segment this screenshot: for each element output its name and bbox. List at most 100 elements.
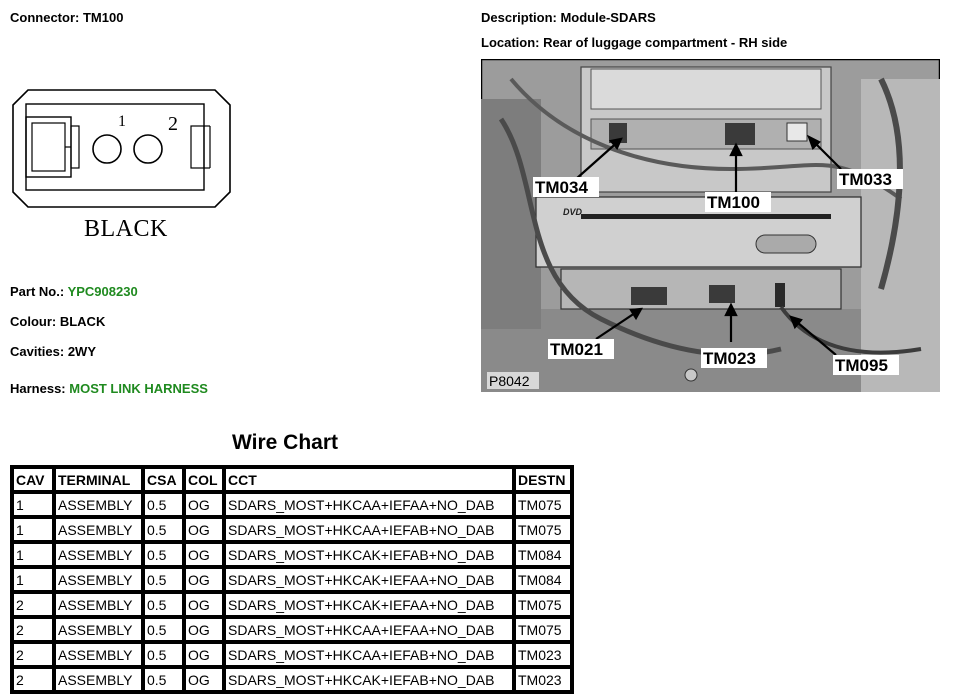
cell-csa: 0.5 [143, 542, 184, 567]
connector-value: TM100 [82, 10, 124, 25]
label-tm021: TM021 [550, 340, 603, 359]
connector-colour-caption: BLACK [84, 216, 168, 242]
cell-csa: 0.5 [143, 667, 184, 692]
cell-col: OG [184, 542, 224, 567]
cavities-label: Cavities: [10, 344, 65, 359]
cell-terminal: ASSEMBLY [54, 542, 143, 567]
location-line: Location: Rear of luggage compartment - … [481, 35, 787, 50]
cell-csa: 0.5 [143, 642, 184, 667]
cell-col: OG [184, 592, 224, 617]
colour-label: Colour: [10, 314, 57, 329]
key-right [190, 125, 205, 169]
column-header-cav: CAV [12, 467, 54, 492]
label-tm033: TM033 [839, 170, 892, 189]
right-panel [861, 79, 940, 392]
cavities-line: Cavities: 2WY [10, 344, 96, 359]
cell-terminal: ASSEMBLY [54, 592, 143, 617]
cell-destn: TM023 [514, 642, 572, 667]
harness-line: Harness: MOST LINK HARNESS [10, 381, 208, 396]
pin-number-2: 2 [168, 113, 178, 135]
latch-inner [31, 122, 66, 172]
table-row: 2 ASSEMBLY 0.5 OG SDARS_MOST+HKCAA+IEFAA… [12, 617, 572, 642]
cell-destn: TM023 [514, 667, 572, 692]
column-header-col: COL [184, 467, 224, 492]
cell-destn: TM084 [514, 542, 572, 567]
table-row: 2 ASSEMBLY 0.5 OG SDARS_MOST+HKCAK+IEFAA… [12, 592, 572, 617]
cell-terminal: ASSEMBLY [54, 667, 143, 692]
table-row: 1 ASSEMBLY 0.5 OG SDARS_MOST+HKCAK+IEFAA… [12, 567, 572, 592]
cell-cct: SDARS_MOST+HKCAA+IEFAB+NO_DAB [224, 642, 514, 667]
cell-cct: SDARS_MOST+HKCAA+IEFAB+NO_DAB [224, 517, 514, 542]
cell-cav: 1 [12, 567, 54, 592]
colour-value: BLACK [59, 314, 106, 329]
lower-module [560, 268, 842, 310]
label-tm034: TM034 [535, 178, 588, 197]
wire-chart-table: CAV TERMINAL CSA COL CCT DESTN 1 ASSEMBL… [10, 465, 574, 694]
tm021-socket [631, 287, 667, 305]
pointer-arrows [575, 134, 842, 356]
column-header-terminal: TERMINAL [54, 467, 143, 492]
cell-col: OG [184, 567, 224, 592]
description-value: Module-SDARS [560, 10, 656, 25]
cell-cav: 1 [12, 492, 54, 517]
cell-destn: TM075 [514, 592, 572, 617]
cell-cav: 1 [12, 517, 54, 542]
tm100-socket [725, 123, 755, 145]
dvd-logo: DVD [563, 207, 583, 217]
pin-number-1: 1 [118, 113, 126, 130]
cell-cct: SDARS_MOST+HKCAK+IEFAA+NO_DAB [224, 592, 514, 617]
table-row: 1 ASSEMBLY 0.5 OG SDARS_MOST+HKCAK+IEFAB… [12, 542, 572, 567]
wire-chart-title: Wire Chart [232, 431, 338, 454]
harness-value: MOST LINK HARNESS [69, 381, 208, 396]
description-line: Description: Module-SDARS [481, 10, 656, 25]
description-label: Description: [481, 10, 557, 25]
label-tm100: TM100 [707, 193, 760, 212]
cell-col: OG [184, 517, 224, 542]
table-row: 2 ASSEMBLY 0.5 OG SDARS_MOST+HKCAA+IEFAB… [12, 642, 572, 667]
dvd-unit [535, 196, 862, 268]
cell-col: OG [184, 667, 224, 692]
cell-cav: 2 [12, 617, 54, 642]
cell-cav: 2 [12, 667, 54, 692]
cavities-value: 2WY [67, 344, 96, 359]
dvd-eject-button [755, 234, 817, 254]
connector-strip [590, 118, 822, 150]
cell-cct: SDARS_MOST+HKCAK+IEFAA+NO_DAB [224, 567, 514, 592]
cell-cct: SDARS_MOST+HKCAA+IEFAA+NO_DAB [224, 492, 514, 517]
location-label: Location: [481, 35, 540, 50]
upper-module-top [590, 68, 822, 110]
cell-col: OG [184, 642, 224, 667]
cell-cav: 1 [12, 542, 54, 567]
cell-terminal: ASSEMBLY [54, 617, 143, 642]
connector-label: Connector: [10, 10, 80, 25]
cell-destn: TM075 [514, 517, 572, 542]
harness-label: Harness: [10, 381, 66, 396]
cell-terminal: ASSEMBLY [54, 492, 143, 517]
column-header-csa: CSA [143, 467, 184, 492]
cell-destn: TM084 [514, 567, 572, 592]
table-row: 2 ASSEMBLY 0.5 OG SDARS_MOST+HKCAK+IEFAB… [12, 667, 572, 692]
cell-cav: 2 [12, 592, 54, 617]
key-left [70, 125, 80, 169]
part-no-value: YPC908230 [67, 284, 138, 299]
connector-outline [12, 89, 231, 208]
cell-cav: 2 [12, 642, 54, 667]
cell-csa: 0.5 [143, 617, 184, 642]
label-tm023: TM023 [703, 349, 756, 368]
cell-terminal: ASSEMBLY [54, 517, 143, 542]
cell-terminal: ASSEMBLY [54, 567, 143, 592]
label-tm095: TM095 [835, 356, 888, 375]
cell-col: OG [184, 617, 224, 642]
cell-csa: 0.5 [143, 492, 184, 517]
cell-terminal: ASSEMBLY [54, 642, 143, 667]
column-header-cct: CCT [224, 467, 514, 492]
part-no-line: Part No.: YPC908230 [10, 284, 138, 299]
cell-col: OG [184, 492, 224, 517]
cell-csa: 0.5 [143, 567, 184, 592]
connector-face-diagram: 1 2 [12, 89, 231, 208]
column-header-destn: DESTN [514, 467, 572, 492]
floor-bolt [684, 368, 698, 382]
tm095-socket [775, 283, 785, 307]
figure-id: P8042 [489, 373, 530, 389]
tm033-socket [786, 122, 808, 142]
